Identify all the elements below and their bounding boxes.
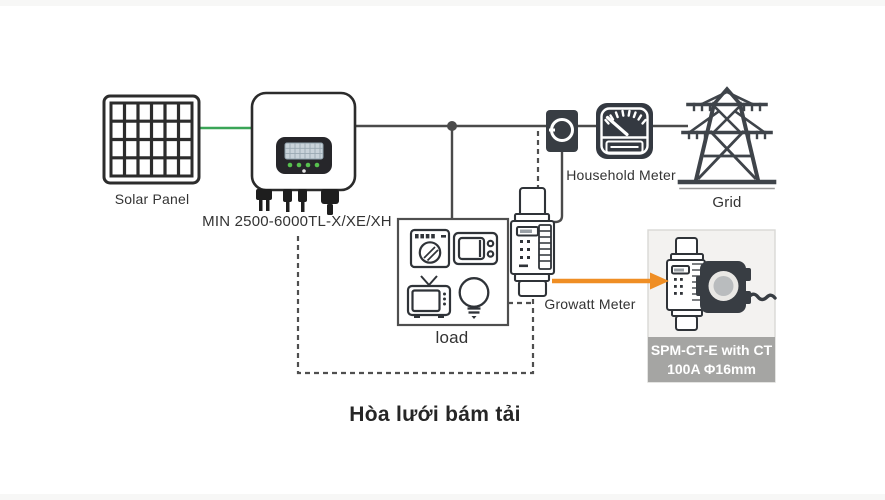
diagram-caption: Hòa lưới bám tải (349, 403, 521, 426)
inverter-label: MIN 2500-6000TL-X/XE/XH (202, 213, 392, 230)
orange-arrow-icon (552, 272, 669, 290)
household-meter-icon (596, 103, 653, 159)
ct-clamp-on-wire-icon (546, 110, 578, 152)
inverter-icon (250, 91, 357, 215)
spm-meter-icon (666, 237, 706, 331)
light-bulb-icon (458, 277, 490, 319)
household-meter-label: Household Meter (566, 167, 676, 183)
microwave-icon (452, 231, 499, 266)
tv-icon (406, 275, 452, 318)
spm-ct-clamp-icon (696, 261, 777, 313)
growatt-meter-icon (509, 186, 556, 298)
grid-label: Grid (712, 194, 742, 211)
solar-panel-label: Solar Panel (114, 191, 190, 207)
washing-machine-icon (409, 228, 451, 269)
bottom-edge-strip (0, 494, 885, 500)
solar-panel-icon (102, 94, 201, 185)
ct-to-growatt-wire (549, 152, 564, 224)
spm-ct-label-line2: 100A Φ16mm (667, 361, 756, 377)
growatt-meter-label: Growatt Meter (544, 296, 636, 312)
spm-ct-label-line1: SPM-CT-E with CT (650, 342, 773, 358)
inverter-meter-comm-dashed-wire (296, 236, 535, 375)
load-box (396, 217, 510, 327)
spm-ct-caption-band: SPM-CT-E with CT 100A Φ16mm (648, 337, 775, 382)
top-edge-strip (0, 0, 885, 6)
load-label: load (435, 328, 469, 347)
grid-tower-icon (677, 86, 777, 190)
